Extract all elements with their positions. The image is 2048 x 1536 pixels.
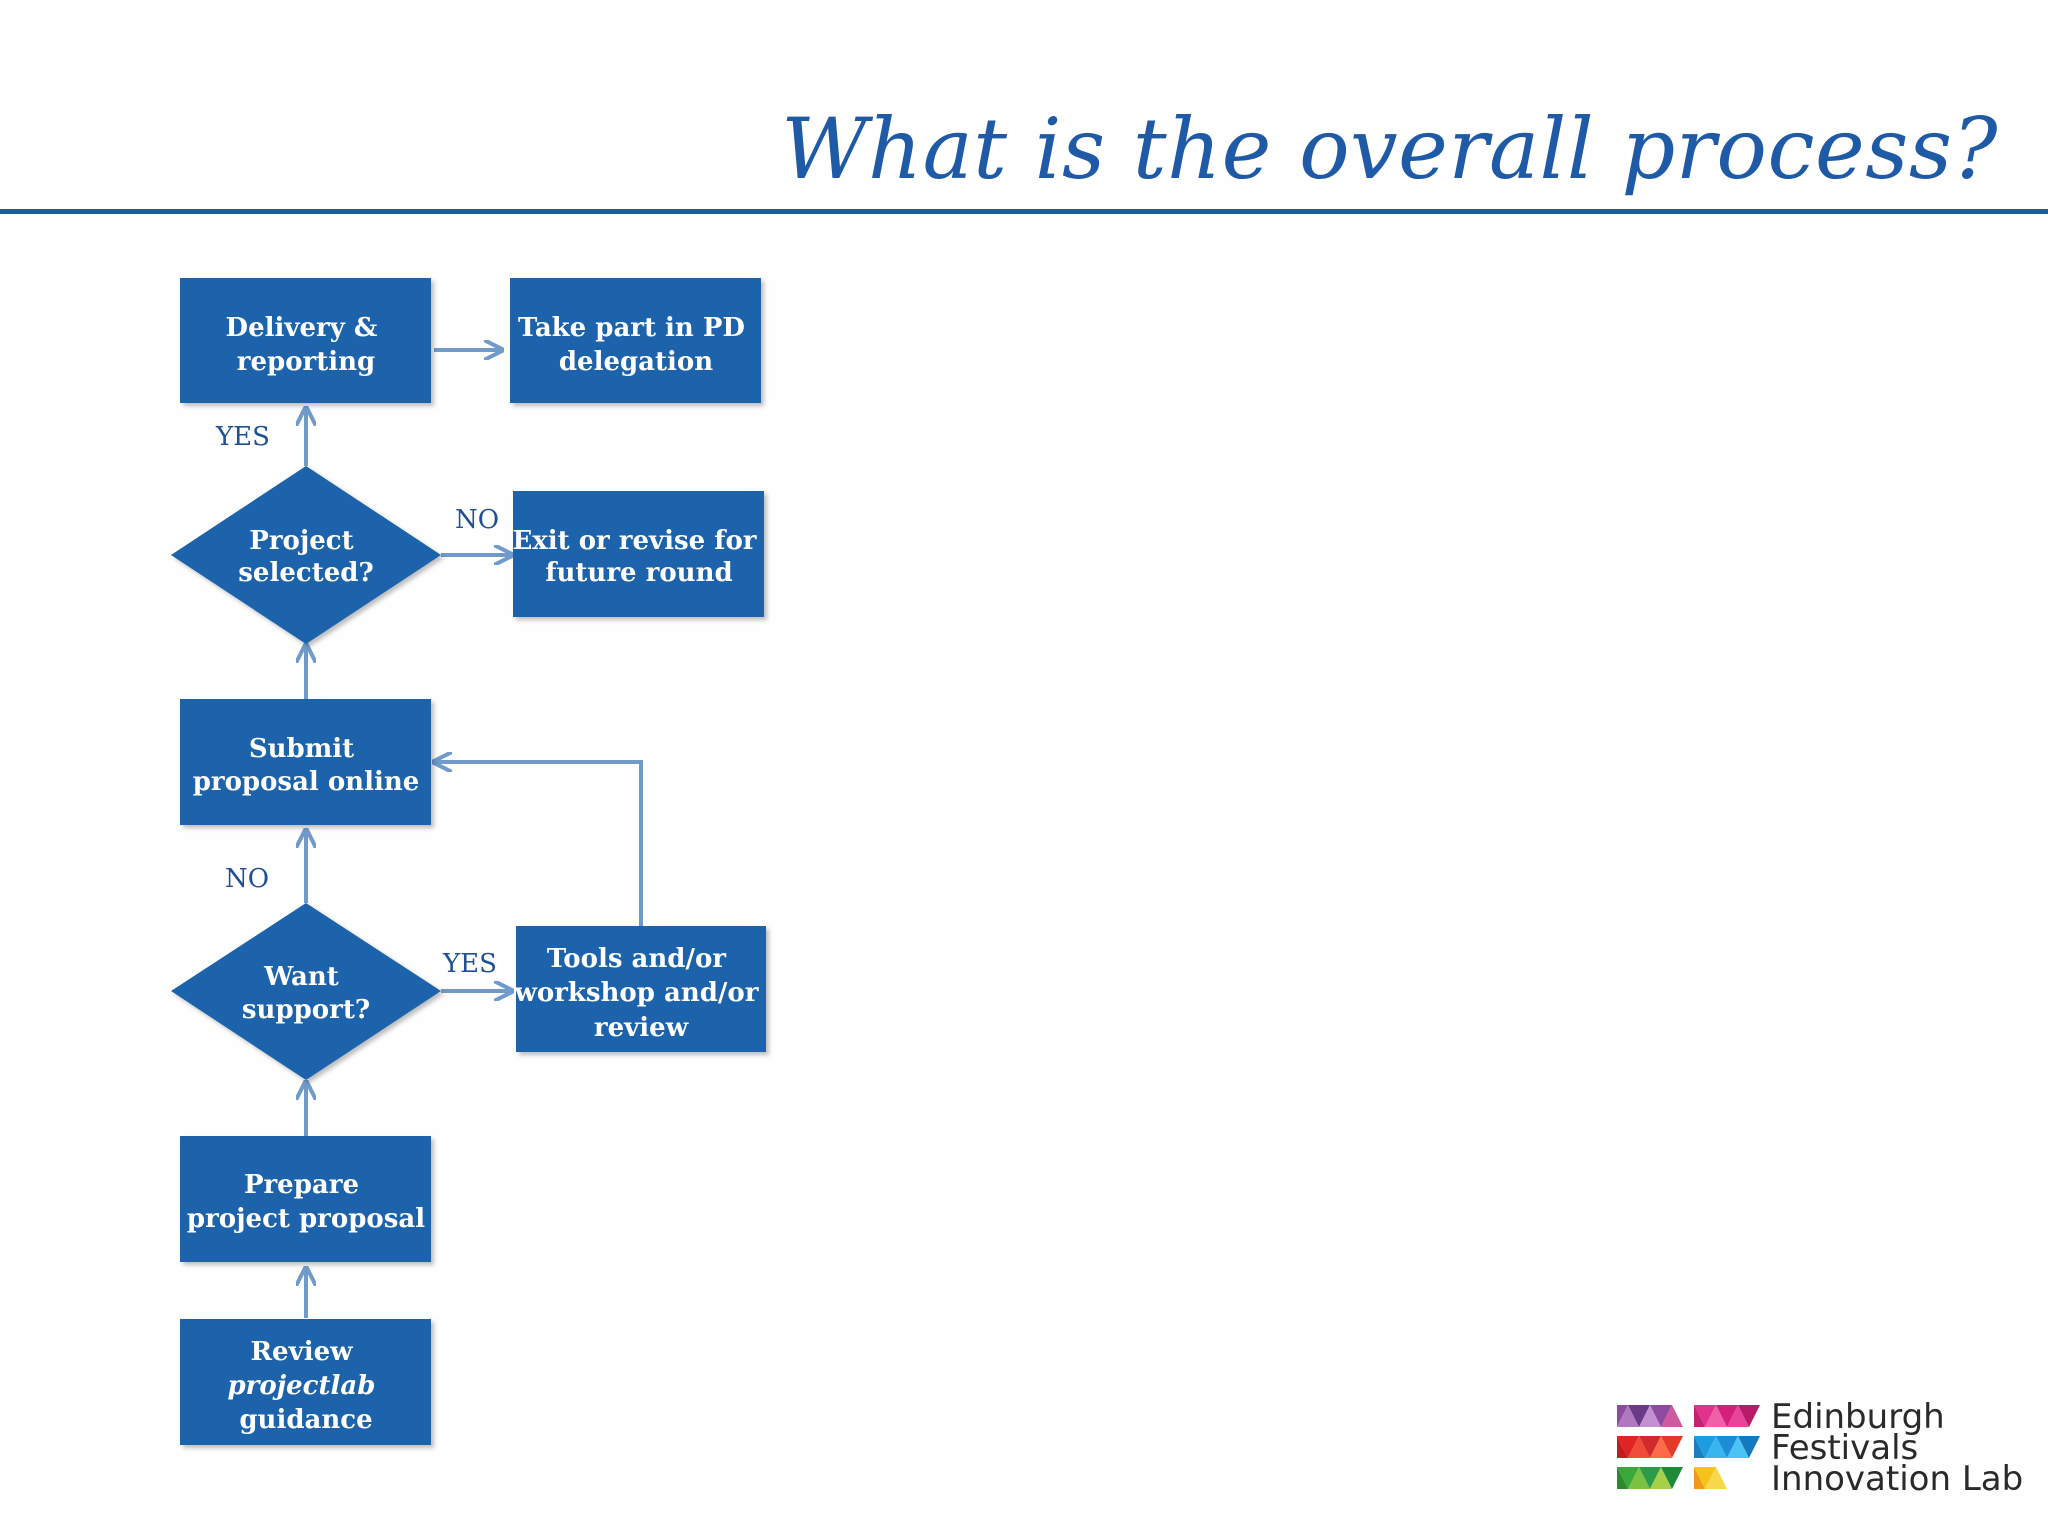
node-review-guidance: Review projectlab guidance xyxy=(180,1319,431,1445)
logo-line-1: Edinburgh xyxy=(1771,1397,1945,1437)
svg-text:Project selected?: Project selected? xyxy=(238,526,373,588)
svg-text:Delivery & reporting: Delivery & reporting xyxy=(226,313,387,377)
node-tools-workshop-review: Tools and/or workshop and/or review xyxy=(513,926,767,1052)
edge-tools-to-submit xyxy=(434,762,643,926)
edge-label-support-yes: YES xyxy=(442,949,497,979)
svg-text:Want support?: Want support? xyxy=(242,962,370,1025)
node-want-support: Want support? xyxy=(171,903,441,1080)
svg-text:Submit proposal online: Submit proposal online xyxy=(193,734,420,797)
logo-line-2: Festivals xyxy=(1771,1428,1919,1468)
node-pd-delegation: Take part in PD delegation xyxy=(510,278,761,403)
svg-text:Tools and/or workshop an: Tools and/or workshop and/or review xyxy=(513,944,767,1043)
svg-text:Review projectlab: Review projectlab guidance xyxy=(228,1337,385,1435)
node-project-selected: Project selected? xyxy=(171,466,441,644)
innovation-lab-logo-text: Edinburgh Festivals Innovation Lab xyxy=(1771,1397,2024,1499)
edge-label-selected-yes: YES xyxy=(215,422,270,452)
node-exit-revise: Exit or revise for future round xyxy=(512,491,765,617)
svg-text:Prepare project proposal: Prepare project proposal xyxy=(187,1170,425,1234)
slide-title: What is the overall process? xyxy=(781,100,1998,198)
innovation-lab-logo-mark xyxy=(1617,1405,1760,1489)
svg-text:Exit or revise for futur: Exit or revise for future round xyxy=(512,526,765,588)
logo-line-3: Innovation Lab xyxy=(1771,1459,2024,1499)
edge-label-selected-no: NO xyxy=(455,505,499,535)
svg-text:Take part in PD delegati: Take part in PD delegation xyxy=(518,313,754,377)
node-prepare-proposal: Prepare project proposal xyxy=(180,1136,431,1262)
edge-label-support-no: NO xyxy=(225,864,269,894)
title-divider xyxy=(0,209,2048,214)
node-submit-proposal: Submit proposal online xyxy=(180,699,431,825)
node-delivery-reporting: Delivery & reporting xyxy=(180,278,431,403)
